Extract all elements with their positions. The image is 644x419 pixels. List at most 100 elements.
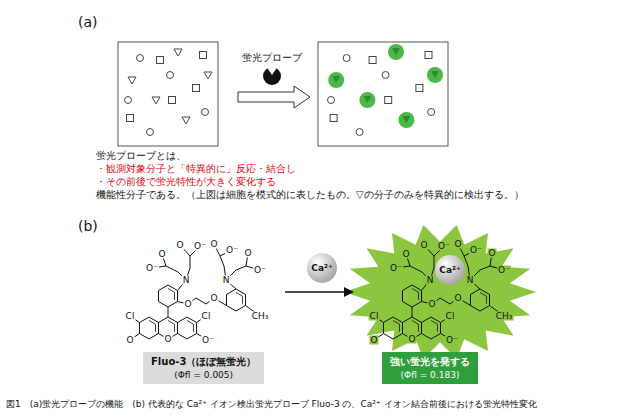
atom-label: O⁻ — [445, 336, 459, 345]
atom-label: O⁻ — [437, 242, 451, 251]
atom-label: O — [209, 294, 218, 303]
glowing-target — [427, 67, 443, 83]
arrow-head — [344, 287, 354, 297]
atom-label: O⁻ — [225, 246, 239, 255]
molecule-circle — [328, 97, 335, 104]
atom-label: O — [453, 294, 462, 303]
bound-probe — [431, 71, 439, 78]
atom-label: O — [125, 336, 134, 345]
molecule-square — [169, 97, 176, 104]
state-label: Fluo-3（ほぼ無蛍光）(Φfl = 0.005) — [143, 352, 264, 384]
reaction-arrow — [285, 291, 346, 293]
molecule-circle — [125, 97, 132, 104]
atom-label: O⁻ — [145, 264, 159, 273]
molecule-square — [369, 57, 376, 64]
glowing-target — [398, 112, 414, 128]
double-bond — [236, 293, 242, 304]
bond — [412, 307, 413, 317]
panel-letter: (a) — [78, 14, 98, 31]
benzene-ring — [139, 317, 158, 339]
double-bond — [393, 321, 399, 332]
glowing-target — [359, 92, 375, 108]
atom-label: O⁻ — [193, 242, 207, 251]
atom-label: N — [182, 276, 191, 285]
atom-label: O — [453, 240, 462, 249]
benzene-ring — [383, 317, 402, 339]
molecule-circle — [167, 72, 174, 79]
atom-label: N — [222, 276, 231, 285]
double-bond — [149, 321, 155, 332]
bound-probe — [363, 96, 371, 103]
atom-label: O — [427, 300, 436, 309]
atom-label: O⁻ — [497, 266, 511, 275]
quantum-yield: (Φfl = 0.005) — [151, 369, 256, 381]
text-label: 蛍光プローブ — [242, 52, 302, 64]
text-label: 機能性分子である。（上図は細胞を模式的に表したもの。▽の分子のみを特異的に検出す… — [96, 189, 524, 201]
glowing-target — [328, 72, 344, 88]
benzene-ring — [177, 317, 196, 339]
atom-label: O — [209, 240, 218, 249]
atom-label: Cl — [445, 312, 456, 321]
molecule-circle — [202, 109, 209, 116]
text-label: ・その前後で蛍光特性が大きく変化する — [96, 176, 276, 188]
double-bond — [480, 293, 486, 304]
double-bond — [412, 321, 418, 332]
double-bond — [187, 321, 193, 332]
fluorescence-burst — [344, 225, 536, 359]
bound-probe — [332, 76, 340, 83]
text-label: 蛍光プローブとは、 — [96, 150, 186, 162]
panel-letter: (b) — [78, 218, 98, 235]
atom-label: O⁻ — [201, 336, 215, 345]
molecule-square — [127, 115, 134, 122]
double-bond — [412, 289, 418, 300]
molecule-square — [157, 57, 164, 64]
cell-box — [118, 42, 218, 146]
calcium-ion: Ca²⁺ — [307, 253, 337, 283]
state-label: 強い蛍光を発する(Φfl = 0.183) — [382, 352, 478, 384]
atom-label: Cl — [201, 312, 212, 321]
molecule-square — [330, 115, 337, 122]
bound-probe — [402, 116, 410, 123]
atom-label: CH₃ — [495, 312, 514, 321]
fluo3-structure — [130, 244, 260, 340]
fluo3-structure — [374, 244, 504, 340]
probe-notch — [266, 66, 278, 75]
target-triangle — [128, 77, 136, 84]
atom-label: O⁻ — [469, 246, 483, 255]
atom-label: O⁻ — [253, 266, 267, 275]
atom-label: N — [466, 276, 475, 285]
atom-label: CH₃ — [251, 312, 270, 321]
molecule-circle — [343, 55, 350, 62]
molecule-circle — [382, 72, 389, 79]
node-title: 強い蛍光を発する — [390, 355, 470, 369]
atom-label: O — [487, 249, 496, 258]
molecule-square — [193, 85, 200, 92]
atom-label: O — [243, 249, 252, 258]
atom-label: N — [426, 276, 435, 285]
target-triangle — [204, 72, 212, 79]
benzene-ring — [421, 317, 440, 339]
atom-label: O — [419, 241, 428, 250]
atom-label: O — [401, 250, 410, 259]
molecule-square — [200, 52, 207, 59]
double-bond — [431, 321, 437, 332]
atom-label: O — [163, 335, 172, 344]
target-triangle — [152, 97, 160, 104]
atom-label: O⁻ — [389, 264, 403, 273]
cell-box — [318, 42, 448, 146]
molecule-circle — [137, 55, 144, 62]
target-triangle — [174, 49, 182, 56]
hollow-arrow — [238, 86, 310, 108]
double-bond — [168, 289, 174, 300]
benzene-ring — [158, 285, 177, 307]
atom-label: O — [157, 250, 166, 259]
atom-label: O — [175, 241, 184, 250]
node-title: Ca²⁺ — [311, 263, 332, 273]
atom-label: O — [407, 335, 416, 344]
molecule-square — [416, 85, 423, 92]
molecule-circle — [356, 129, 363, 136]
molecule-circle — [428, 109, 435, 116]
probe-icon — [263, 67, 281, 85]
double-bond — [168, 321, 174, 332]
